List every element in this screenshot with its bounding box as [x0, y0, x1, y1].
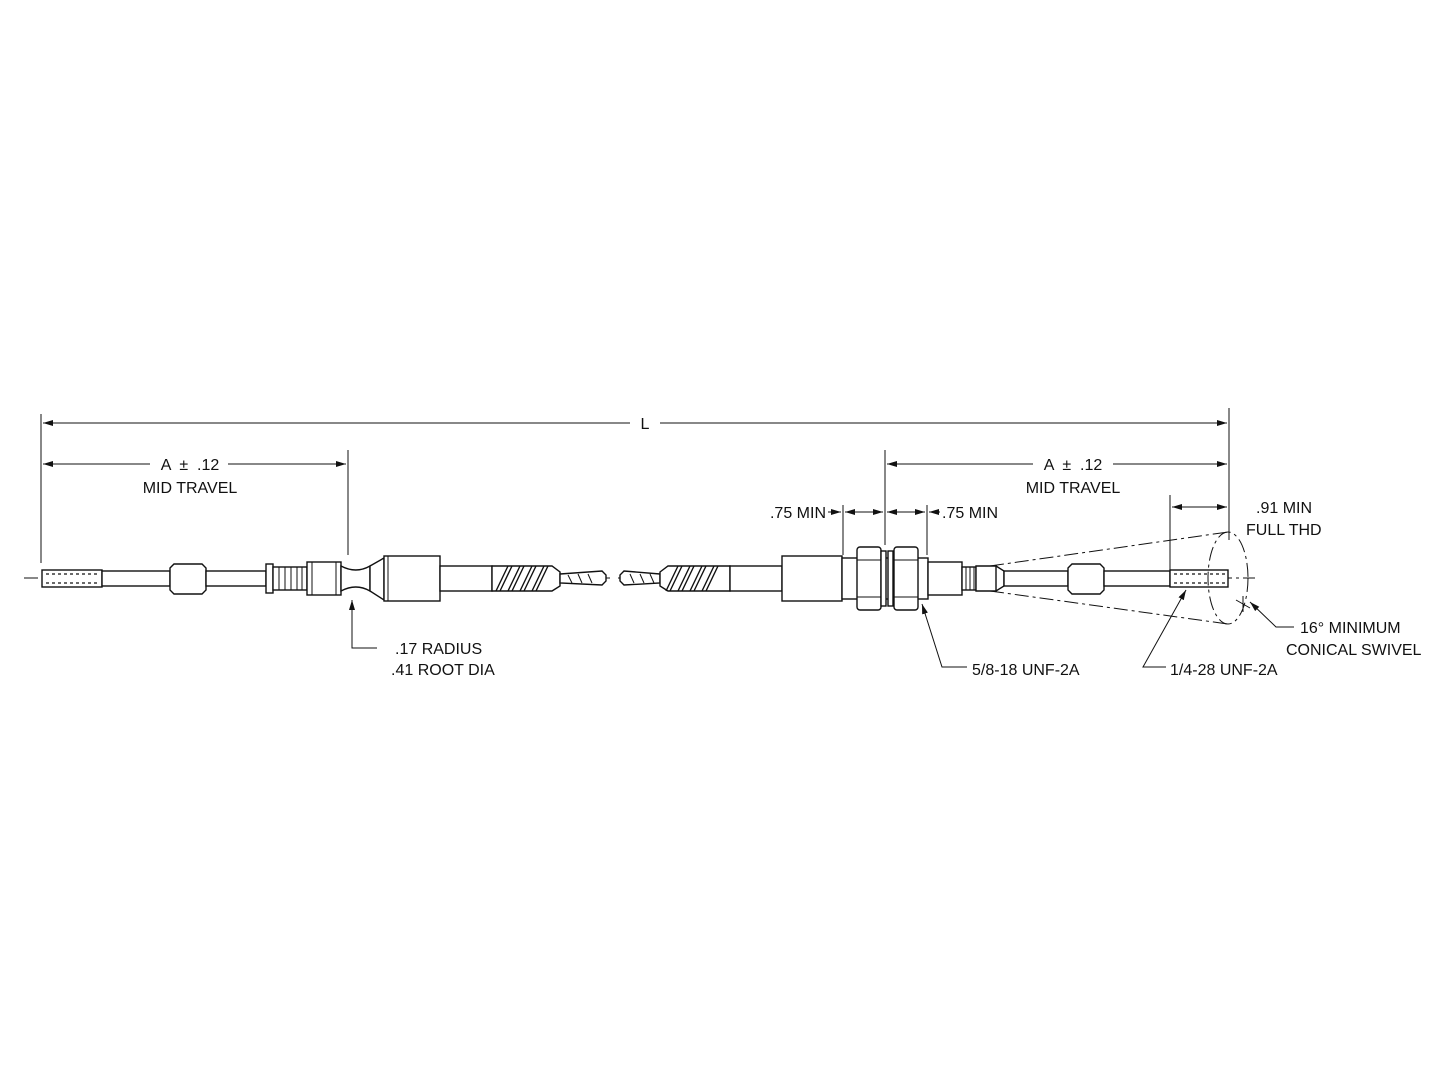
conical-swivel-indication	[989, 531, 1251, 625]
rod-thread-note: 1/4-28 UNF-2A	[1170, 662, 1278, 679]
left-travel-dimension: A ± .12 MID TRAVEL	[43, 450, 349, 555]
left-end-fitting	[41, 555, 607, 602]
thread-min-label: .91 MIN	[1256, 500, 1312, 517]
thread-length-dimension: .91 MIN FULL THD	[1169, 495, 1322, 570]
overall-length-dimension: L	[40, 408, 1230, 563]
bulkhead-min-left-label: .75 MIN	[770, 505, 826, 522]
right-travel-dim-label: A ± .12	[1044, 457, 1103, 474]
thread-full-label: FULL THD	[1246, 522, 1322, 539]
right-travel-dimension: A ± .12 MID TRAVEL	[884, 450, 1227, 545]
root-dia-note: .41 ROOT DIA	[391, 662, 495, 679]
swivel-note-line1: 16° MINIMUM	[1300, 620, 1401, 637]
bulkhead-min-right-label: .75 MIN	[942, 505, 998, 522]
rod-thread-leader	[1142, 589, 1187, 668]
radius-leader	[349, 600, 377, 649]
overall-length-label: L	[641, 416, 650, 433]
swivel-note-line2: CONICAL SWIVEL	[1286, 642, 1422, 659]
left-travel-dim-label: A ± .12	[161, 457, 220, 474]
bulkhead-min-dimensions: .75 MIN .75 MIN	[770, 505, 998, 555]
right-travel-caption: MID TRAVEL	[1026, 480, 1121, 497]
right-end-fitting	[619, 546, 1229, 611]
swivel-leader	[1249, 601, 1294, 628]
radius-note: .17 RADIUS	[395, 641, 482, 658]
bulkhead-thread-leader	[921, 603, 967, 668]
left-travel-caption: MID TRAVEL	[143, 480, 238, 497]
bulkhead-thread-note: 5/8-18 UNF-2A	[972, 662, 1080, 679]
